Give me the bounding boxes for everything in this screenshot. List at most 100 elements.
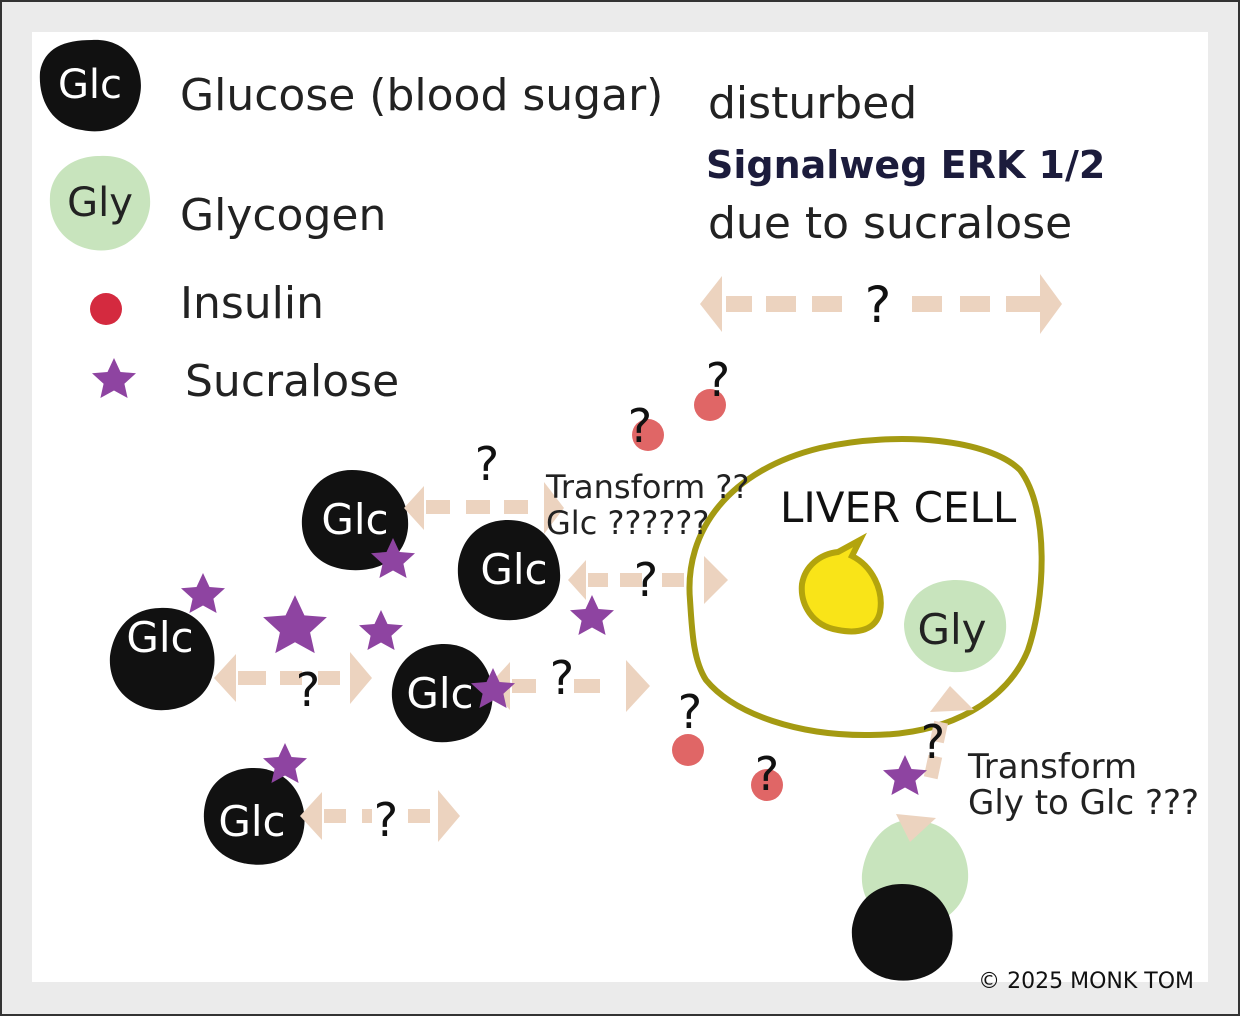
glucose-icon [391, 644, 493, 743]
legend-glucose-icon [39, 39, 141, 132]
glucose-icon [457, 520, 561, 621]
header-line-disturbed: disturbed [708, 78, 917, 129]
legend-sucralose-label: Sucralose [185, 356, 399, 407]
arrow-dash [466, 500, 490, 514]
arrow-dash [912, 296, 942, 312]
glucose-icon [109, 607, 215, 711]
legend-insulin-icon [90, 293, 122, 325]
glucose-molecule: Glc [457, 520, 561, 621]
glucose-icon [301, 470, 409, 571]
question-mark: ? [550, 651, 574, 705]
arrow-head-right [626, 660, 650, 712]
legend-glycogen-label: Glycogen [180, 190, 386, 241]
arrow-dash [426, 500, 450, 514]
question-marks: ? ? ? ? ? ? [296, 437, 945, 847]
arrow-head-right [544, 482, 564, 534]
glucose-symbol: Glc [406, 669, 473, 718]
insulin-molecule: ? [672, 685, 704, 766]
question-mark: ? [921, 715, 945, 769]
arrow-head-down [896, 814, 936, 842]
transform-gly-line1: Transform [967, 747, 1137, 787]
insulin-icon [632, 419, 664, 451]
insulin-molecule: ? [628, 399, 664, 453]
arrow-dash [574, 679, 600, 693]
transform-gly-line2: Gly to Glc ??? [968, 783, 1199, 823]
question-mark: ? [296, 663, 320, 717]
arrow-dash [362, 809, 372, 823]
question-mark-top: ? [865, 276, 892, 334]
glycogen-in-cell-symbol: Gly [917, 605, 986, 654]
glucose-icon [203, 768, 305, 865]
arrow-head-right [438, 790, 460, 842]
arrow-dash [588, 573, 608, 587]
legend: Glc Glucose (blood sugar) Gly Glycogen I… [39, 39, 663, 407]
header-line-sucralose: due to sucralose [708, 198, 1072, 249]
arrow-dash [923, 754, 943, 780]
legend-glucose-label: Glucose (blood sugar) [180, 70, 663, 121]
glucose-symbol: Glc [480, 545, 547, 594]
arrow-dash [960, 296, 990, 312]
nucleus [798, 532, 884, 635]
glucose-icon-bottom [851, 884, 953, 981]
glucose-symbol: Glc [126, 613, 193, 662]
double-arrow [300, 790, 460, 842]
glucose-symbol: Glc [321, 495, 388, 544]
insulin-icon [694, 389, 726, 421]
question-mark: ? [628, 399, 652, 453]
legend-insulin-label: Insulin [180, 278, 324, 329]
question-mark: ? [374, 793, 398, 847]
arrow-dash [408, 809, 430, 823]
arrow-head-right [350, 652, 372, 704]
arrow-dash [766, 296, 796, 312]
arrow-head-up [930, 686, 974, 712]
glucose-molecule: Glc [203, 768, 305, 865]
arrow-dash [504, 500, 528, 514]
header-line-signalweg: Signalweg ERK 1/2 [706, 143, 1105, 187]
arrow-head-left [214, 654, 236, 702]
glucose-molecule: Glc [391, 644, 493, 743]
insulin-icon [672, 734, 704, 766]
arrow-dash [324, 809, 346, 823]
arrow-dash [812, 296, 842, 312]
glucose-molecule: Glc [301, 470, 409, 571]
insulin-icon [751, 769, 783, 801]
arrow-head-right [704, 556, 728, 604]
arrow-head-left [568, 560, 586, 600]
liver-cell-label: LIVER CELL [780, 483, 1017, 532]
arrow-head-left [300, 792, 322, 840]
arrow-dash [620, 573, 642, 587]
insulin-molecule: ? [694, 353, 730, 421]
arrow-dash [238, 671, 266, 685]
arrow-dash [662, 573, 684, 587]
arrow-dash [318, 671, 340, 685]
legend-glycogen-icon [49, 155, 151, 251]
double-arrow [404, 482, 564, 534]
question-mark: ? [755, 747, 779, 801]
glucose-molecule: Glc [109, 607, 215, 711]
legend-glycogen-symbol: Gly [67, 180, 133, 226]
glucose-symbol: Glc [218, 797, 285, 846]
arrow-dash [512, 679, 536, 693]
glycogen-in-cell [904, 580, 1007, 673]
legend-glucose-symbol: Glc [58, 62, 122, 108]
arrow-head-left [404, 486, 424, 530]
double-arrow [568, 556, 728, 604]
arrow-dash [280, 671, 302, 685]
copyright: © 2025 MONK TOM [978, 969, 1194, 994]
liver-cell-outline [686, 436, 1045, 739]
arrow-dash [726, 296, 752, 312]
transform-glc-line2: Glc ?????? [546, 504, 709, 542]
question-mark: ? [706, 353, 730, 407]
arrow-head-right [1040, 274, 1062, 334]
vertical-double-arrow [896, 686, 974, 842]
arrow-head-left [700, 276, 722, 332]
question-mark: ? [634, 553, 658, 607]
arrow-dash [1006, 296, 1040, 312]
transform-glc-line1: Transform ?? [545, 468, 749, 506]
question-mark: ? [678, 685, 702, 739]
top-double-arrow [700, 274, 1062, 334]
arrows [214, 482, 974, 842]
double-arrow [214, 652, 372, 704]
